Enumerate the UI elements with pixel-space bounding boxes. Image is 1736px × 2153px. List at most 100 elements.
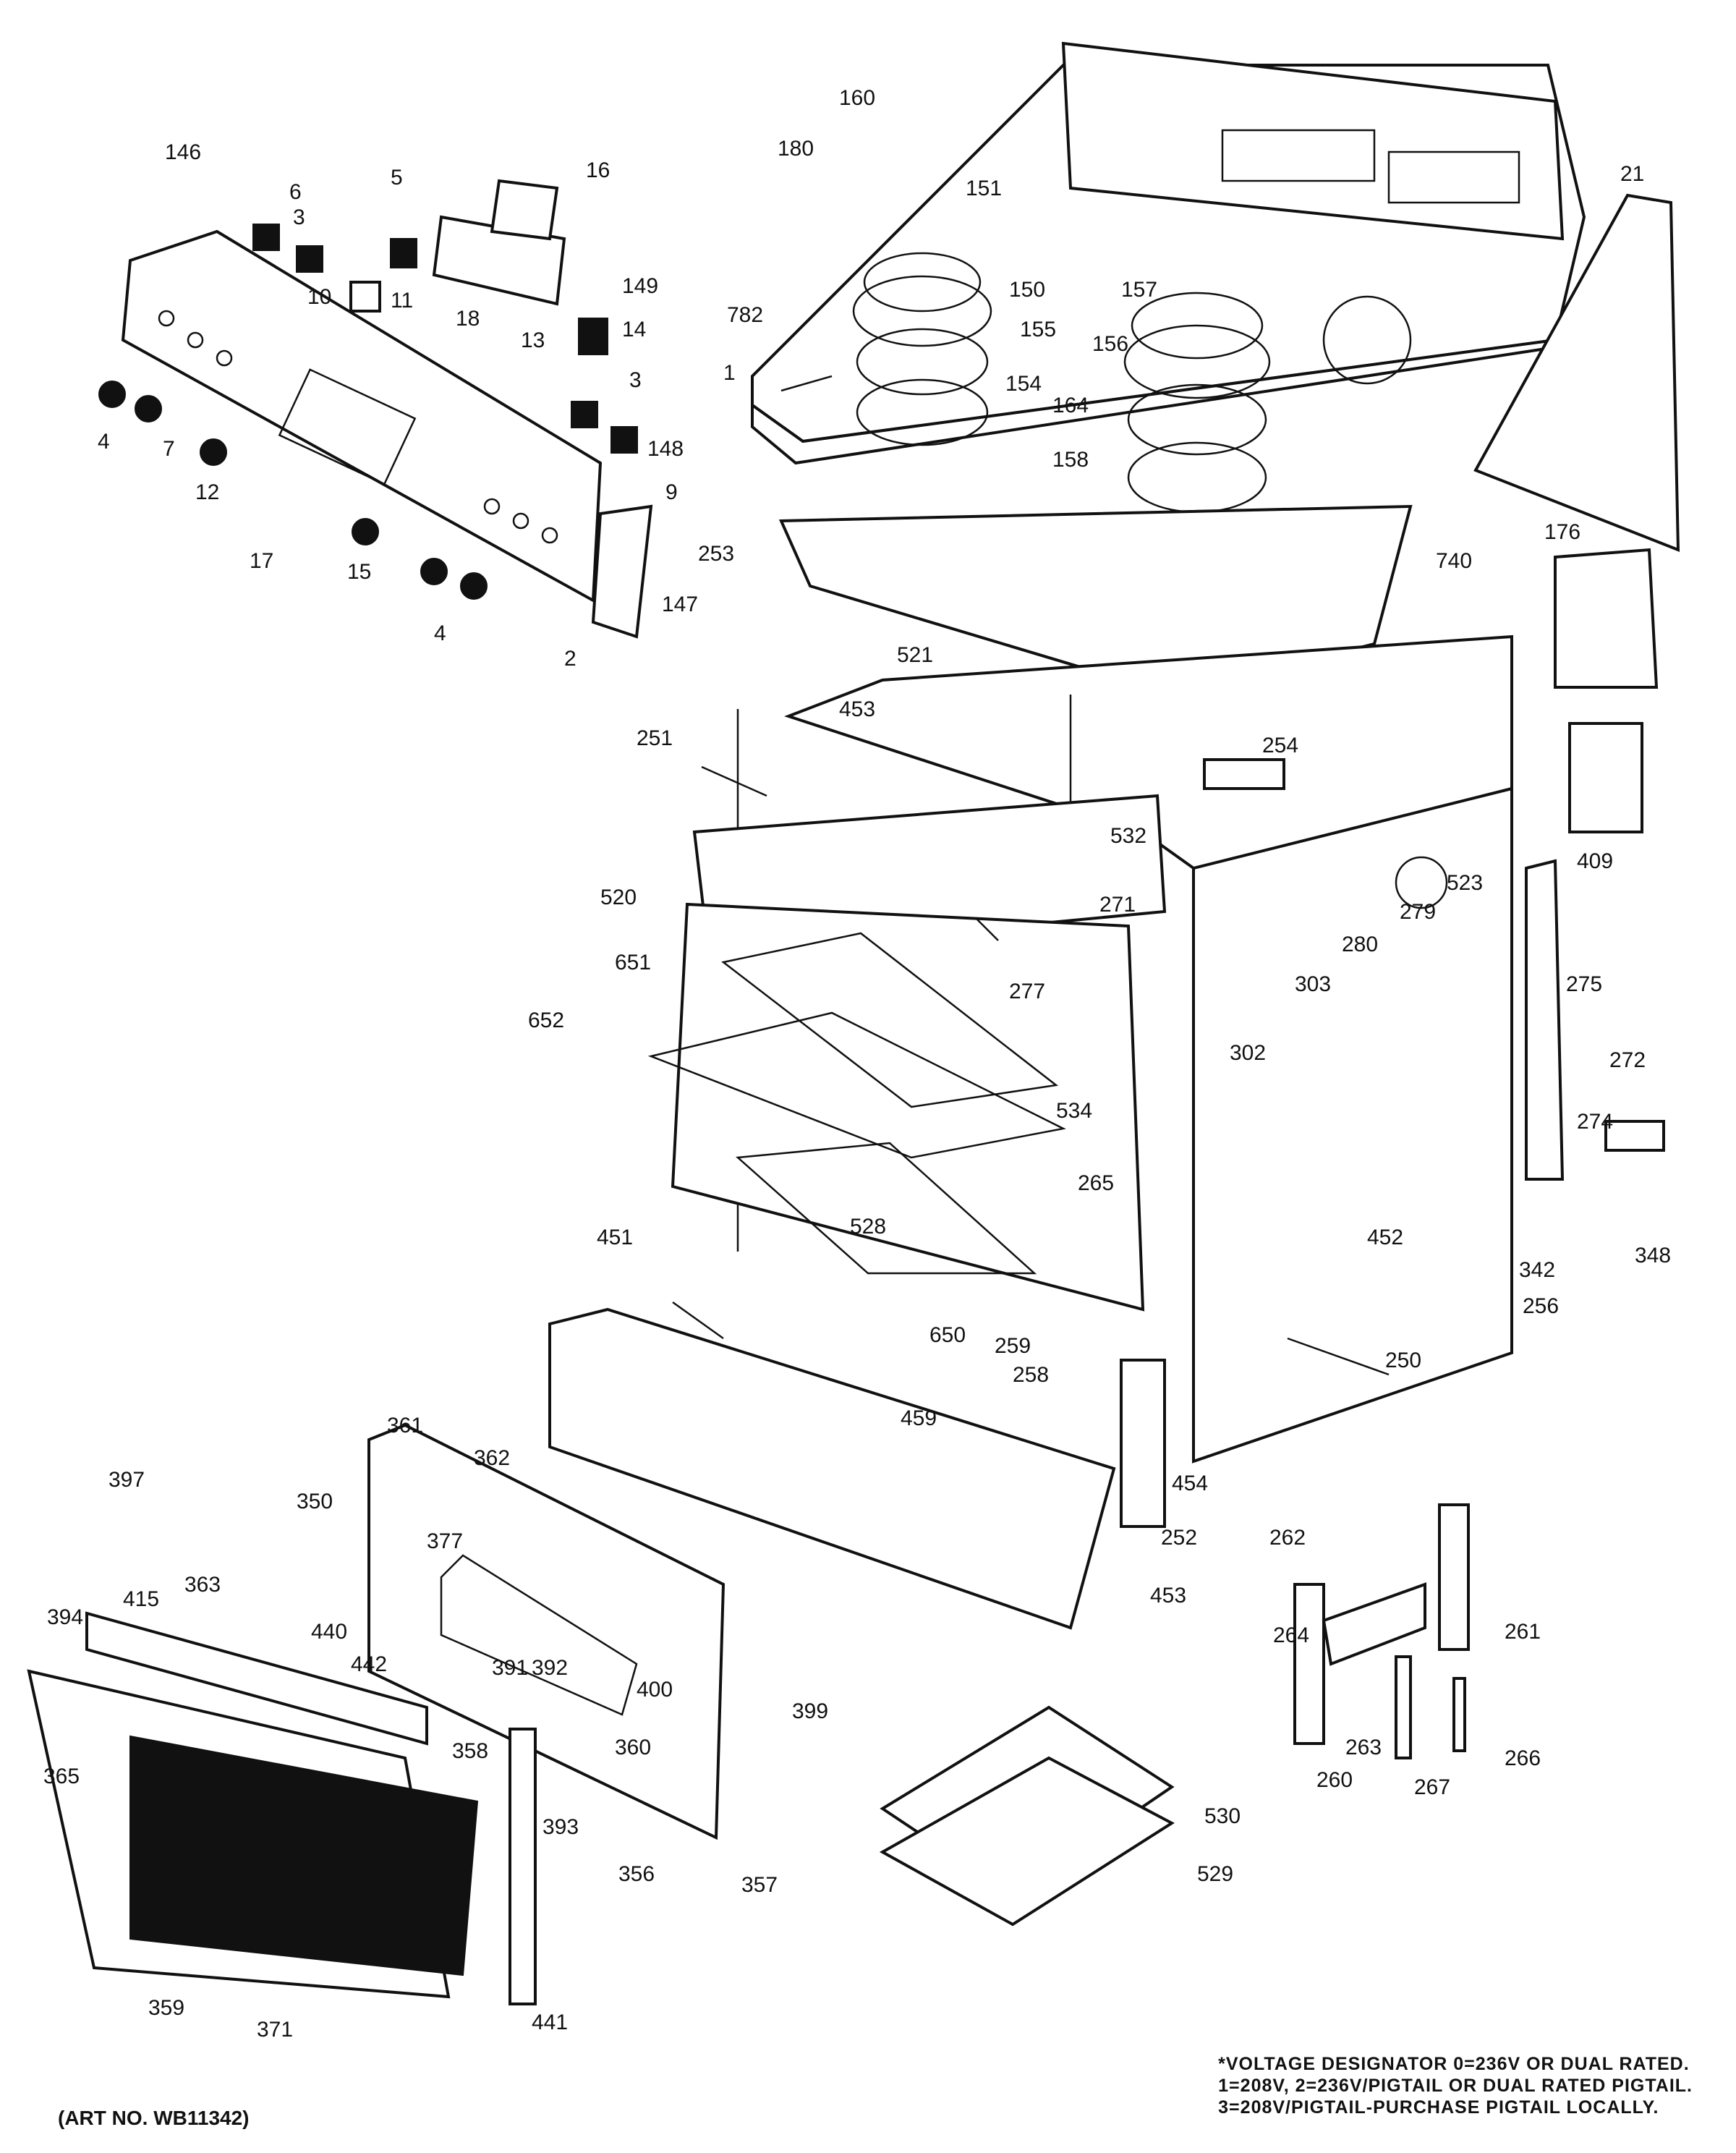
callout-409: 409 xyxy=(1577,849,1613,873)
callout-253: 253 xyxy=(698,542,734,566)
callout-521: 521 xyxy=(897,643,933,667)
door-window xyxy=(129,1735,479,1976)
callout-528: 528 xyxy=(850,1215,886,1239)
callout-14: 14 xyxy=(622,318,646,341)
callout-454: 454 xyxy=(1172,1472,1208,1495)
callout-6: 6 xyxy=(289,180,302,204)
callout-265: 265 xyxy=(1078,1171,1114,1195)
right-components xyxy=(1203,548,1665,1181)
callout-377: 377 xyxy=(427,1529,463,1553)
callout-303: 303 xyxy=(1295,972,1331,996)
callout-442: 442 xyxy=(351,1652,387,1676)
callout-530: 530 xyxy=(1204,1804,1241,1828)
callout-3: 3 xyxy=(293,205,305,229)
callout-275: 275 xyxy=(1566,972,1602,996)
callout-157: 157 xyxy=(1121,278,1157,302)
callout-155: 155 xyxy=(1020,318,1056,341)
callout-451: 451 xyxy=(597,1226,633,1249)
callout-394: 394 xyxy=(47,1605,83,1629)
leader-lines xyxy=(672,375,1390,1376)
oven-racks xyxy=(647,932,1066,1275)
callout-149: 149 xyxy=(622,274,658,298)
callout-274: 274 xyxy=(1577,1110,1613,1134)
callout-267: 267 xyxy=(1414,1775,1450,1799)
door-vent xyxy=(85,1611,428,1746)
callout-156: 156 xyxy=(1092,332,1128,356)
callout-259: 259 xyxy=(995,1334,1031,1358)
callout-453: 453 xyxy=(839,697,875,721)
callout-740: 740 xyxy=(1436,549,1472,573)
callout-272: 272 xyxy=(1609,1048,1646,1072)
storage-drawer xyxy=(548,1307,1116,1630)
oven-body xyxy=(692,634,1513,1464)
callout-254: 254 xyxy=(1262,734,1298,757)
callout-7: 7 xyxy=(163,437,175,461)
callout-4b: 4 xyxy=(434,621,446,645)
voltage-designator-footnote: *VOLTAGE DESIGNATOR 0=236V OR DUAL RATED… xyxy=(1218,2053,1693,2118)
callout-360: 360 xyxy=(615,1736,651,1759)
callout-5: 5 xyxy=(391,166,403,190)
callout-21: 21 xyxy=(1620,162,1644,186)
callout-158: 158 xyxy=(1052,448,1089,472)
oven-door xyxy=(367,1423,726,1840)
callout-9: 9 xyxy=(665,480,678,504)
callout-260: 260 xyxy=(1316,1768,1353,1792)
callout-3b: 3 xyxy=(629,368,642,392)
callout-148: 148 xyxy=(647,437,684,461)
callout-4: 4 xyxy=(98,430,110,454)
callout-350: 350 xyxy=(297,1490,333,1513)
callout-520: 520 xyxy=(600,886,637,909)
callout-279: 279 xyxy=(1400,900,1436,924)
callout-459: 459 xyxy=(901,1406,937,1430)
callout-160: 160 xyxy=(839,86,875,110)
callout-263: 263 xyxy=(1345,1736,1382,1759)
callout-251: 251 xyxy=(637,726,673,750)
broiler-pan-base xyxy=(879,1756,1175,1927)
callout-651: 651 xyxy=(615,951,651,974)
callout-11: 11 xyxy=(391,289,413,313)
callout-10: 10 xyxy=(307,285,331,309)
callout-147: 147 xyxy=(662,593,698,616)
callout-12: 12 xyxy=(195,480,219,504)
callout-529: 529 xyxy=(1197,1862,1233,1886)
callout-415: 415 xyxy=(123,1587,159,1611)
callout-393: 393 xyxy=(542,1815,579,1839)
callout-15: 15 xyxy=(347,560,371,584)
footnote-line-2: 1=208V, 2=236V/PIGTAIL OR DUAL RATED PIG… xyxy=(1218,2076,1693,2096)
callout-650: 650 xyxy=(929,1323,966,1347)
callout-250: 250 xyxy=(1385,1349,1421,1372)
callout-151: 151 xyxy=(966,177,1002,200)
callout-356: 356 xyxy=(618,1862,655,1886)
callout-262: 262 xyxy=(1269,1526,1306,1550)
callout-150: 150 xyxy=(1009,278,1045,302)
callout-392: 392 xyxy=(532,1656,568,1680)
callout-348: 348 xyxy=(1635,1244,1671,1267)
callout-252: 252 xyxy=(1161,1526,1197,1550)
cooktop-assembly xyxy=(751,41,1586,514)
callout-277: 277 xyxy=(1009,980,1045,1003)
callout-302: 302 xyxy=(1230,1041,1266,1065)
rear-panel xyxy=(1473,193,1680,552)
callout-391: 391 xyxy=(492,1656,528,1680)
callout-357: 357 xyxy=(741,1873,778,1897)
callout-180: 180 xyxy=(778,137,814,161)
callout-362: 362 xyxy=(474,1446,510,1470)
callout-271: 271 xyxy=(1099,893,1136,917)
footnote-line-3: 3=208V/PIGTAIL-PURCHASE PIGTAIL LOCALLY. xyxy=(1218,2097,1659,2118)
callout-523: 523 xyxy=(1447,871,1483,895)
footnote-line-1: *VOLTAGE DESIGNATOR 0=236V OR DUAL RATED… xyxy=(1218,2054,1690,2074)
callout-2: 2 xyxy=(564,647,576,671)
callout-164: 164 xyxy=(1052,394,1089,417)
callout-371: 371 xyxy=(257,2018,293,2042)
callout-358: 358 xyxy=(452,1739,488,1763)
callout-652: 652 xyxy=(528,1008,564,1032)
oven-liner-frame xyxy=(671,902,1145,1312)
side-trim xyxy=(1120,1359,1166,1528)
callout-258: 258 xyxy=(1013,1363,1049,1387)
callout-363: 363 xyxy=(184,1573,221,1597)
callout-264: 264 xyxy=(1273,1623,1309,1647)
callout-397: 397 xyxy=(109,1468,145,1492)
callout-532: 532 xyxy=(1110,824,1146,848)
door-hinges xyxy=(509,1503,1470,2005)
